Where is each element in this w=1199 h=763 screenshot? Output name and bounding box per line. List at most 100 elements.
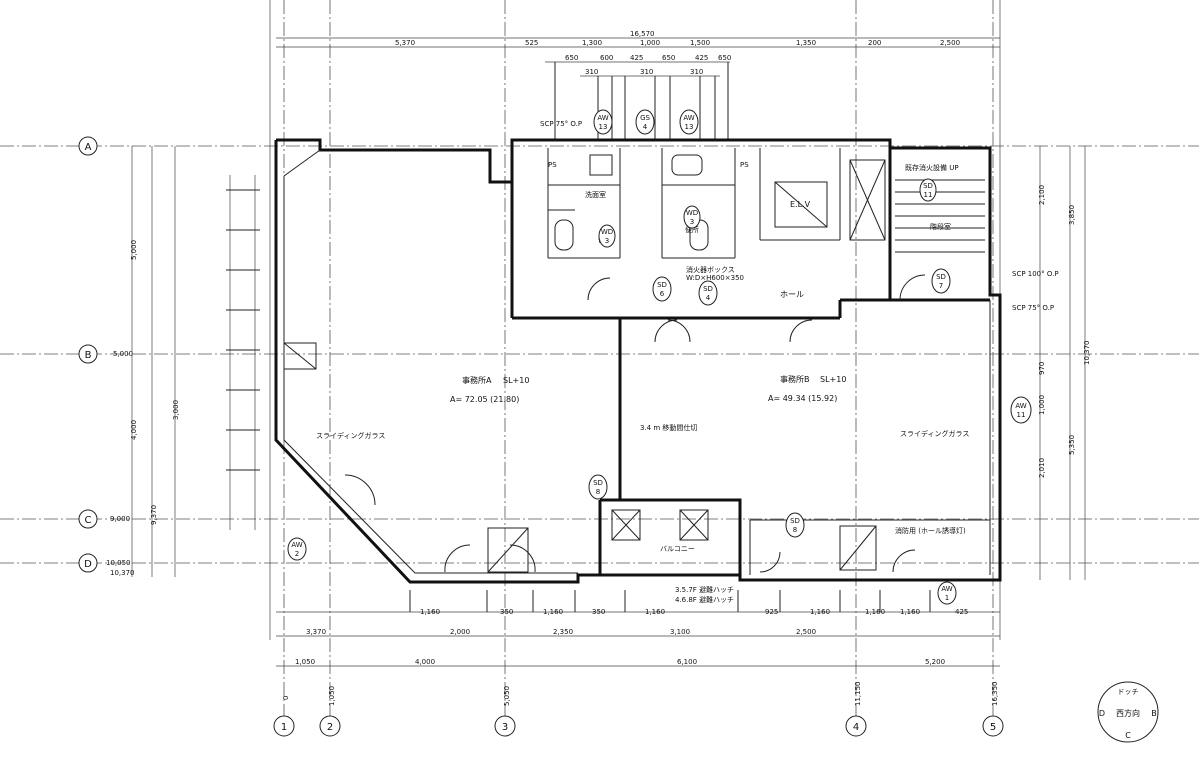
bottom-door-frame-2	[839, 525, 877, 571]
bot-dim-4: 350	[592, 608, 605, 616]
svg-text:3: 3	[690, 218, 694, 226]
bot-dim-6: 925	[765, 608, 778, 616]
top-dim-3: 1,300	[582, 39, 602, 47]
compass-right: B	[1151, 709, 1157, 718]
grid-row-bubbles: A B 5,000 C 9,000 D 10,050	[78, 136, 133, 573]
grid-bubble-5	[982, 715, 1004, 737]
left-window	[283, 342, 317, 370]
compass-stamp: ドッチ 西方向 D B C	[1097, 681, 1159, 743]
svg-text:SD: SD	[923, 182, 933, 190]
office-b-ceiling: SL+10	[820, 375, 846, 384]
hall-label: ホール	[780, 290, 804, 299]
bottom-dimensions: 1,160 350 1,160 350 1,160 925 1,160 1,16…	[276, 590, 1000, 667]
tag-sd7: SD7	[931, 268, 951, 294]
tag-aw13a	[593, 109, 613, 135]
top-dim-2: 525	[525, 39, 538, 47]
svg-text:AW: AW	[291, 541, 302, 549]
office-a-name: 事務所A	[462, 375, 492, 385]
right-dim-2: 3,850	[1068, 205, 1076, 225]
scp-note-3: SCP 75° O.P	[1012, 304, 1054, 312]
bot-dim-r2-2: 2,000	[450, 628, 470, 636]
bot-dim-r2-5: 2,500	[796, 628, 816, 636]
top-dim-r3-1: 310	[585, 68, 598, 76]
left-dimensions: 5,000 4,000 9,370 3,000 10,370	[110, 146, 260, 577]
bot-dim-8: 1,160	[865, 608, 885, 616]
grid-dim-b: 5,000	[113, 350, 133, 358]
tag-sd8b: SD8	[785, 512, 805, 538]
bottom-door-frame-1	[487, 527, 529, 573]
compass-left: D	[1099, 709, 1105, 718]
hatch-1	[611, 509, 641, 541]
grid-bubble-d	[78, 553, 98, 573]
top-dim-r3-3: 310	[690, 68, 703, 76]
svg-text:SD: SD	[657, 281, 667, 289]
tag-sd4: SD4	[698, 280, 718, 306]
svg-text:1: 1	[945, 594, 949, 602]
bot-dim-7: 1,160	[810, 608, 830, 616]
right-dim-1: 2,100	[1038, 185, 1046, 205]
right-dimensions: 2,100 3,850 1,000 10,370 5,350 2,010 970	[1038, 146, 1091, 580]
note-bottom-right: 消防用 (ホール誘導灯)	[895, 526, 966, 535]
bot-dim-2: 350	[500, 608, 513, 616]
bot-dim-r3-1: 1,050	[295, 658, 315, 666]
top-dim-r2-3: 425	[630, 54, 643, 62]
bot-dim-r3-3: 6,100	[677, 658, 697, 666]
tag-sd8a: SD8	[588, 474, 608, 500]
svg-text:2: 2	[295, 550, 299, 558]
top-dim-4: 1,000	[640, 39, 660, 47]
grid-bubble-3	[494, 715, 516, 737]
svg-text:11: 11	[924, 191, 933, 199]
slide-a-label: スライディングガラス	[316, 431, 385, 440]
stair-room-label: 階段室	[930, 222, 951, 231]
svg-text:3: 3	[605, 237, 609, 245]
box-size: W:D×H600×350	[686, 274, 744, 282]
bot-dim-r2-3: 2,350	[553, 628, 573, 636]
svg-text:AW: AW	[1015, 402, 1026, 410]
bot-dim-r2-1: 3,370	[306, 628, 326, 636]
grid-bubble-2	[319, 715, 341, 737]
right-dim-5: 5,350	[1068, 435, 1076, 455]
svg-text:SD: SD	[790, 517, 800, 525]
balcony-note-2: 4.6.8F 避難ハッチ	[675, 595, 734, 604]
left-dim-bottom: 10,370	[110, 569, 135, 577]
office-b-name: 事務所B	[780, 374, 810, 384]
svg-text:AW: AW	[683, 114, 694, 122]
tag-gs4	[635, 109, 655, 135]
right-dim-7: 970	[1038, 362, 1046, 375]
svg-text:6: 6	[660, 290, 665, 298]
top-dim-r2-1: 650	[565, 54, 578, 62]
top-dim-r2-5: 425	[695, 54, 708, 62]
grid-label-3: 3	[502, 722, 508, 733]
svg-text:4: 4	[643, 123, 648, 131]
toilet-bowl-1	[554, 219, 574, 251]
elevator-car	[774, 181, 828, 228]
tag-aw13b	[679, 109, 699, 135]
tag-aw1: AW1	[937, 581, 957, 605]
grid-bubble-c	[78, 509, 98, 529]
bot-dim-r3-4: 5,200	[925, 658, 945, 666]
bot-dim-r2-4: 3,100	[670, 628, 690, 636]
top-dim-overall: 16,570	[630, 30, 655, 38]
stair-shaft	[849, 159, 886, 241]
top-dim-1: 5,370	[395, 39, 415, 47]
room-labels: 事務所A SL+10 A= 72.05 (21.80) 事務所B SL+10 A…	[316, 161, 1059, 604]
svg-text:WD: WD	[601, 228, 613, 236]
top-dim-r2-6: 650	[718, 54, 731, 62]
door-swings	[344, 274, 926, 573]
grid-dim-4: 11,150	[854, 682, 862, 707]
svg-text:AW: AW	[941, 585, 952, 593]
bot-dim-3: 1,160	[543, 608, 563, 616]
grid-bubble-1	[273, 715, 295, 737]
partition-label: 3.4 m 移動間仕切	[640, 423, 697, 432]
bot-dim-5: 1,160	[645, 608, 665, 616]
grid-dim-c: 9,000	[110, 515, 130, 523]
right-dim-6: 2,010	[1038, 458, 1046, 478]
grid-label-2: 2	[327, 722, 333, 733]
tag-sd6: SD6	[652, 276, 672, 302]
scp-note-1: SCP 75° O.P	[540, 120, 582, 128]
left-dim-total: 9,370	[150, 505, 158, 525]
